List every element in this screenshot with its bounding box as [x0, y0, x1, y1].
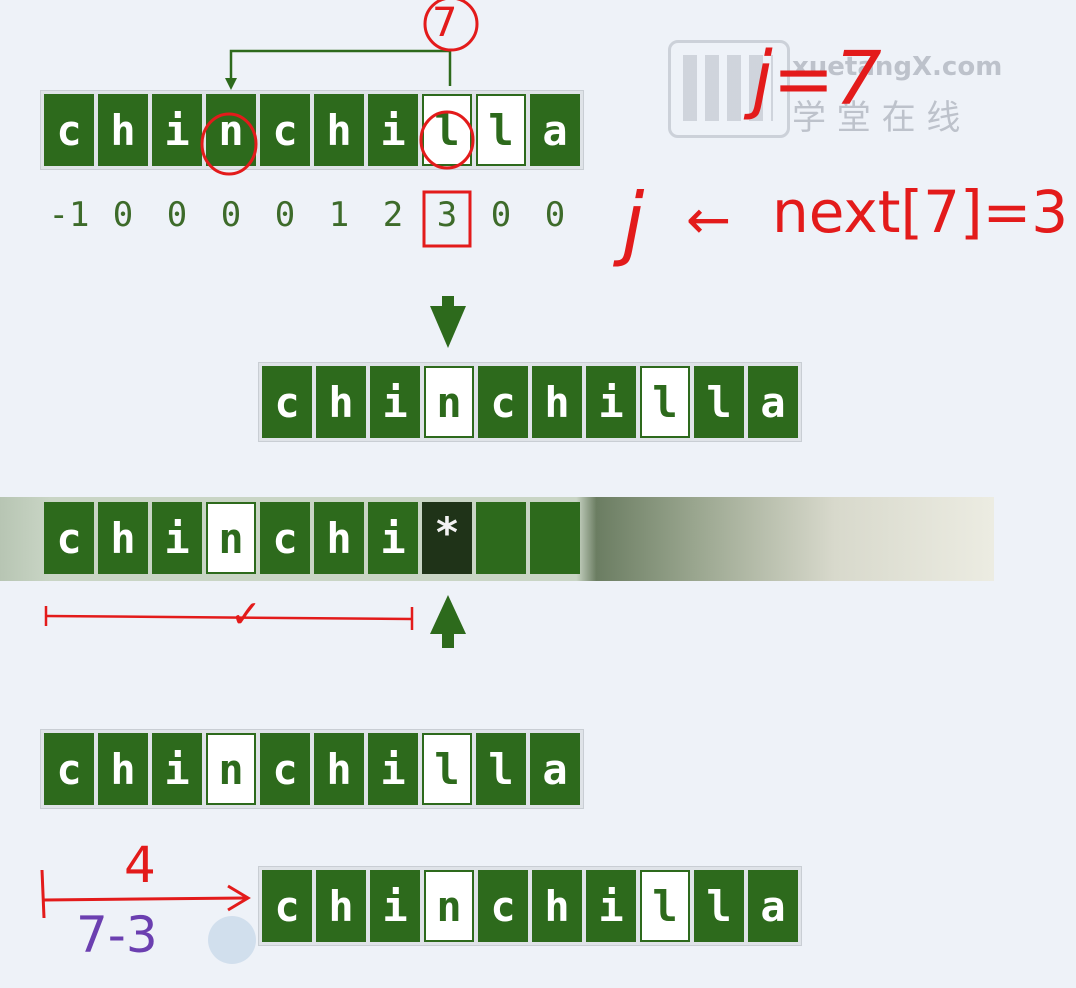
- watermark-brand: xuetangX.com: [792, 52, 1003, 82]
- next-value: 0: [490, 195, 512, 235]
- char-cell: h: [316, 366, 366, 438]
- char-cell: i: [368, 733, 418, 805]
- char-cell: i: [586, 870, 636, 942]
- char-cell: c: [478, 870, 528, 942]
- char-cell: [530, 502, 580, 574]
- watermark-chinese: 学 堂 在 线: [792, 98, 961, 138]
- next-box: [422, 190, 472, 248]
- char-cell: i: [368, 502, 418, 574]
- up-arrow-icon: [430, 595, 466, 648]
- char-cell: n: [424, 870, 474, 942]
- next-value: 3: [436, 195, 458, 235]
- char-cell: l: [640, 366, 690, 438]
- char-cell: n: [206, 502, 256, 574]
- j-equals-label: j=7: [752, 36, 882, 122]
- mismatch-circle-l: [419, 110, 475, 170]
- connector-arrowhead-icon: [225, 78, 237, 90]
- char-cell: c: [260, 733, 310, 805]
- shift-arrow-icon: [40, 869, 251, 919]
- char-cell: l: [476, 733, 526, 805]
- next-value: 0: [112, 195, 134, 235]
- cursor-dot-icon: [208, 916, 256, 964]
- next-value: -1: [48, 195, 90, 235]
- char-cell: [476, 502, 526, 574]
- next-value: 0: [274, 195, 296, 235]
- char-cell: *: [422, 502, 472, 574]
- char-cell: l: [694, 366, 744, 438]
- char-cell: h: [532, 870, 582, 942]
- char-cell: i: [586, 366, 636, 438]
- next-value: 0: [166, 195, 188, 235]
- match-range-line: [44, 606, 414, 630]
- char-cell: c: [262, 870, 312, 942]
- checkmark-icon: ✓: [230, 592, 262, 636]
- char-cell: i: [152, 733, 202, 805]
- char-cell: c: [44, 502, 94, 574]
- watermark-logo: [668, 40, 790, 138]
- char-cell: i: [152, 94, 202, 166]
- char-cell: l: [694, 870, 744, 942]
- circled-index-label: 7: [432, 0, 458, 46]
- char-cell: c: [260, 502, 310, 574]
- char-cell: i: [152, 502, 202, 574]
- char-cell: h: [314, 502, 364, 574]
- char-cell: h: [98, 733, 148, 805]
- char-cell: c: [262, 366, 312, 438]
- char-cell: h: [314, 94, 364, 166]
- char-cell: n: [424, 366, 474, 438]
- char-cell: n: [206, 733, 256, 805]
- char-cell: c: [44, 733, 94, 805]
- char-cell: i: [370, 870, 420, 942]
- char-cell: l: [422, 733, 472, 805]
- next-value: 0: [544, 195, 566, 235]
- char-cell: n: [206, 94, 256, 166]
- shift-amount-label: 4: [124, 836, 156, 894]
- next-value: 1: [328, 195, 350, 235]
- char-cell: h: [98, 94, 148, 166]
- char-cell: a: [530, 94, 580, 166]
- down-arrow-icon: [430, 296, 466, 348]
- char-cell: a: [530, 733, 580, 805]
- char-cell: a: [748, 870, 798, 942]
- char-cell: l: [476, 94, 526, 166]
- char-cell: h: [316, 870, 366, 942]
- char-cell: h: [532, 366, 582, 438]
- char-cell: l: [640, 870, 690, 942]
- char-cell: a: [748, 366, 798, 438]
- char-cell: h: [314, 733, 364, 805]
- char-cell: c: [44, 94, 94, 166]
- j-assign-label: j: [622, 176, 645, 269]
- char-cell: h: [98, 502, 148, 574]
- char-cell: i: [370, 366, 420, 438]
- left-arrow-icon: ←: [686, 188, 732, 251]
- mismatch-circle-n: [200, 112, 258, 176]
- shift-expression-label: 7-3: [76, 906, 158, 964]
- next-value: 0: [220, 195, 242, 235]
- char-cell: i: [368, 94, 418, 166]
- next-expression-label: next[7]=3: [772, 178, 1069, 246]
- index-circle: [423, 0, 479, 52]
- char-cell: c: [478, 366, 528, 438]
- connector-line: [229, 49, 452, 86]
- char-cell: c: [260, 94, 310, 166]
- next-value: 2: [382, 195, 404, 235]
- watermark-logo-grid-icon: [683, 55, 773, 121]
